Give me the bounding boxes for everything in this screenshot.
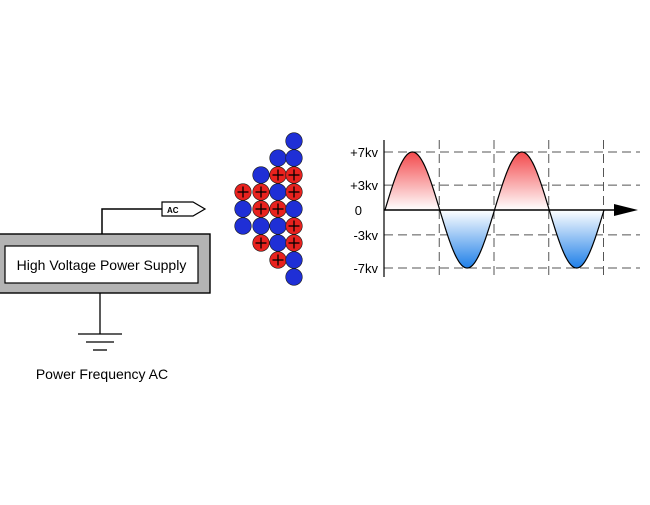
charge-cluster <box>234 132 303 286</box>
arrow-right-icon <box>614 204 638 216</box>
positive-charge-icon <box>269 200 287 218</box>
positive-half-cycle-fill <box>494 152 550 210</box>
waveform-fills <box>385 152 604 268</box>
negative-charge-icon <box>285 251 303 269</box>
positive-charge-icon <box>285 234 303 252</box>
positive-charge-icon <box>252 183 270 201</box>
voltage-level-labels: +7kv +3kv 0 -3kv -7kv <box>350 145 378 276</box>
power-frequency-caption: Power Frequency AC <box>36 366 168 382</box>
power-supply-group: AC High Voltage Power Supply Power Frequ… <box>0 201 211 382</box>
positive-charge-icon <box>252 234 270 252</box>
voltage-waveform-chart: +7kv +3kv 0 -3kv -7kv <box>350 140 640 277</box>
positive-charge-icon <box>234 183 252 201</box>
power-supply-label: High Voltage Power Supply <box>17 257 187 273</box>
positive-charge-icon <box>285 166 303 184</box>
negative-charge-icon <box>269 183 287 201</box>
voltage-level-label: +3kv <box>350 178 378 193</box>
output-wire <box>101 208 162 234</box>
voltage-level-label: +7kv <box>350 145 378 160</box>
positive-charge-icon <box>269 166 287 184</box>
negative-charge-icon <box>269 149 287 167</box>
positive-charge-icon <box>285 183 303 201</box>
positive-charge-icon <box>285 217 303 235</box>
negative-charge-icon <box>234 200 252 218</box>
negative-half-cycle-fill <box>439 210 495 268</box>
negative-charge-icon <box>269 234 287 252</box>
positive-half-cycle-fill <box>385 152 440 210</box>
negative-half-cycle-fill <box>549 210 604 268</box>
ac-connector-tag <box>161 201 207 217</box>
power-supply-label-box <box>4 245 199 284</box>
negative-charge-icon <box>252 217 270 235</box>
negative-charge-icon <box>234 217 252 235</box>
ac-tag-label: AC <box>167 206 179 215</box>
positive-charge-icon <box>269 251 287 269</box>
voltage-level-label: -7kv <box>353 261 378 276</box>
ground-icon <box>78 333 122 351</box>
negative-charge-icon <box>285 200 303 218</box>
negative-charge-icon <box>285 132 303 150</box>
voltage-level-label: 0 <box>355 203 362 218</box>
positive-charge-icon <box>252 200 270 218</box>
negative-charge-icon <box>252 166 270 184</box>
voltage-level-label: -3kv <box>353 228 378 243</box>
negative-charge-icon <box>285 149 303 167</box>
negative-charge-icon <box>269 217 287 235</box>
negative-charge-icon <box>285 268 303 286</box>
